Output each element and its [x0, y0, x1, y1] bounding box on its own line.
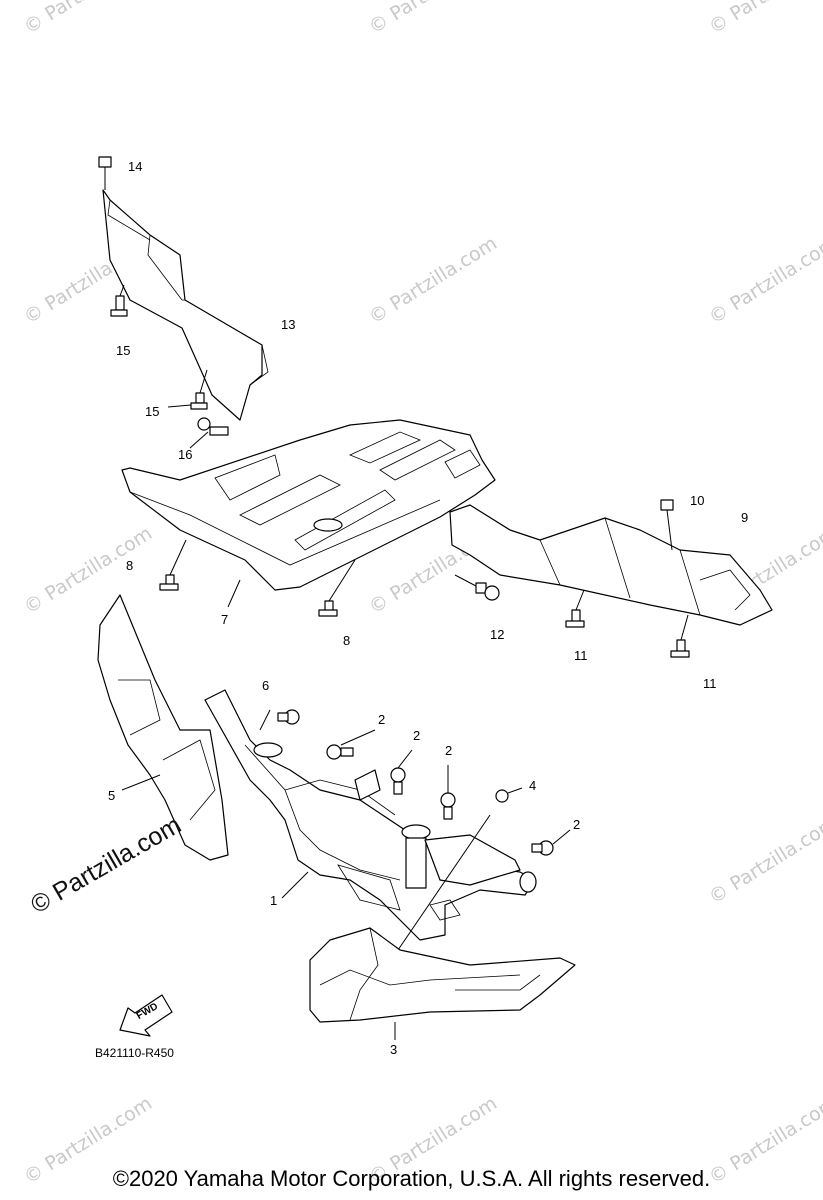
- callout-12: 12: [490, 627, 505, 642]
- callout-5: 5: [108, 788, 116, 803]
- callout-2: 2: [445, 743, 453, 758]
- callout-8: 8: [126, 558, 134, 573]
- rivet-part-4: [397, 787, 523, 951]
- bolt-part-2: [326, 729, 376, 760]
- callout-6: 6: [262, 678, 270, 693]
- bolt-part-15: [167, 369, 208, 410]
- clip-part-10: [660, 499, 674, 551]
- bolt-part-11: [670, 614, 690, 658]
- callout-15: 15: [116, 343, 131, 358]
- callout-16: 16: [178, 447, 193, 462]
- bolt-part-2: [531, 829, 571, 856]
- bolt-part-2: [440, 765, 456, 820]
- bolt-part-8: [318, 559, 356, 617]
- callout-1: 1: [270, 893, 278, 908]
- skid-plate-part-3: [309, 927, 576, 1023]
- callout-9: 9: [741, 510, 749, 525]
- bolt-part-2: [390, 749, 413, 795]
- bolt-part-15: [110, 284, 128, 317]
- callout-2: 2: [413, 728, 421, 743]
- side-guard-part-13: [102, 189, 269, 421]
- bolt-part-6: [259, 709, 300, 731]
- callout-2: 2: [378, 712, 386, 727]
- clip-part-14: [98, 156, 112, 190]
- leader-7: [227, 579, 241, 608]
- bolt-part-11: [565, 589, 585, 628]
- callout-4: 4: [529, 778, 537, 793]
- callout-2: 2: [573, 817, 581, 832]
- callout-10: 10: [690, 493, 705, 508]
- callout-3: 3: [390, 1042, 398, 1057]
- callout-13: 13: [281, 317, 296, 332]
- callout-14: 14: [128, 159, 143, 174]
- copyright-text: ©2020 Yamaha Motor Corporation, U.S.A. A…: [112, 1166, 711, 1191]
- frame-part-1: [204, 689, 537, 941]
- bumper-guard-part-5: [97, 594, 229, 861]
- bolt-part-8: [159, 539, 187, 591]
- floor-panel-part-7: [121, 419, 496, 591]
- callout-15: 15: [145, 404, 160, 419]
- diagram-code: B421110-R450: [95, 1046, 174, 1060]
- pin-part-16: [189, 417, 229, 449]
- fwd-arrow-icon: [119, 994, 173, 1037]
- callout-11: 11: [703, 676, 717, 691]
- side-guard-part-9: [449, 504, 773, 626]
- callout-11: 11: [574, 648, 588, 663]
- pin-part-12: [454, 574, 500, 601]
- callout-8: 8: [343, 633, 351, 648]
- leader-1: [281, 871, 309, 899]
- leader-5: [121, 774, 161, 791]
- callout-7: 7: [221, 612, 229, 627]
